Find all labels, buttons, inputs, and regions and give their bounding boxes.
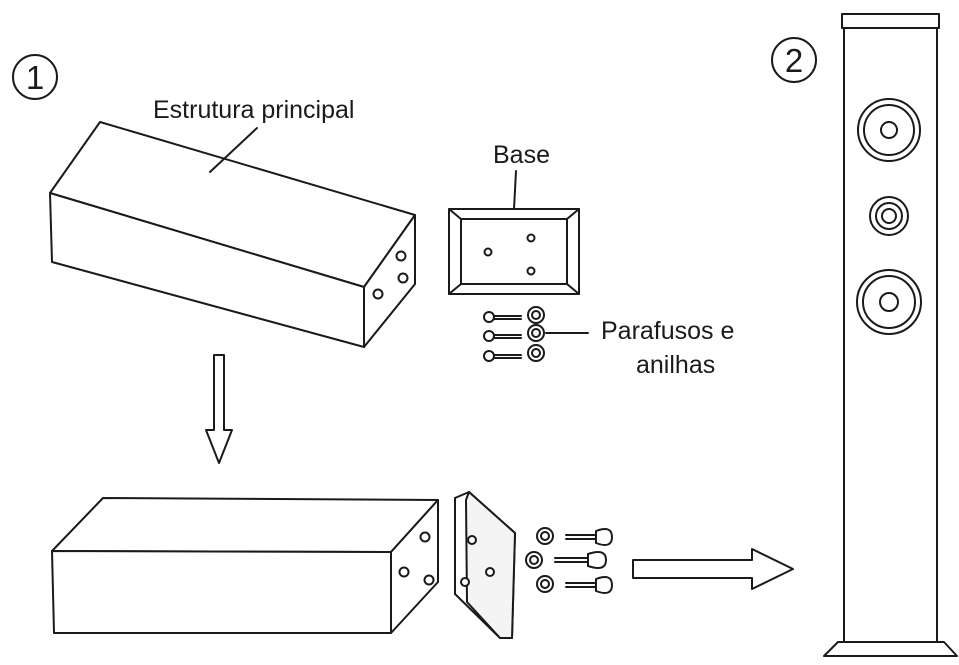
base-hole	[485, 567, 495, 577]
box-hole	[419, 531, 431, 543]
woofer-top	[857, 98, 921, 162]
base-leader	[513, 170, 517, 210]
main-structure-label: Estrutura principal	[153, 96, 355, 124]
screw-washer	[536, 575, 613, 594]
main-structure-leader	[209, 127, 258, 173]
screws-and-washers-set	[483, 306, 589, 362]
box-hole	[397, 272, 409, 284]
screw-washer	[536, 527, 613, 546]
screws-and-washers-set-bottom	[525, 527, 613, 594]
screw-washer	[483, 344, 545, 362]
base-plate	[448, 170, 580, 295]
hollow-right-arrow-icon	[632, 548, 794, 590]
screws-label-line1: Parafusos e	[601, 317, 735, 345]
screws-label-line2: anilhas	[636, 351, 716, 379]
main-structure-box	[49, 121, 416, 348]
box-hole	[423, 574, 435, 586]
step-1-badge: 1	[12, 54, 58, 100]
base-label: Base	[493, 141, 550, 169]
base-hole	[526, 233, 536, 243]
tweeter	[869, 196, 909, 236]
tower-speaker	[823, 13, 958, 657]
woofer-bottom	[856, 269, 922, 335]
screw-washer	[525, 551, 607, 569]
base-hole	[526, 266, 536, 276]
base-hole	[483, 247, 493, 257]
box-hole	[398, 566, 410, 578]
base-hole	[460, 577, 470, 587]
hollow-down-arrow-icon	[205, 354, 233, 464]
main-structure-box-horizontal	[51, 497, 439, 634]
box-hole	[372, 288, 384, 300]
step-2-badge: 2	[771, 37, 817, 83]
screw-washer	[483, 324, 545, 342]
screw-washer	[483, 306, 545, 324]
base-plate-angled	[454, 491, 516, 639]
box-hole	[395, 250, 407, 262]
base-hole	[467, 535, 477, 545]
